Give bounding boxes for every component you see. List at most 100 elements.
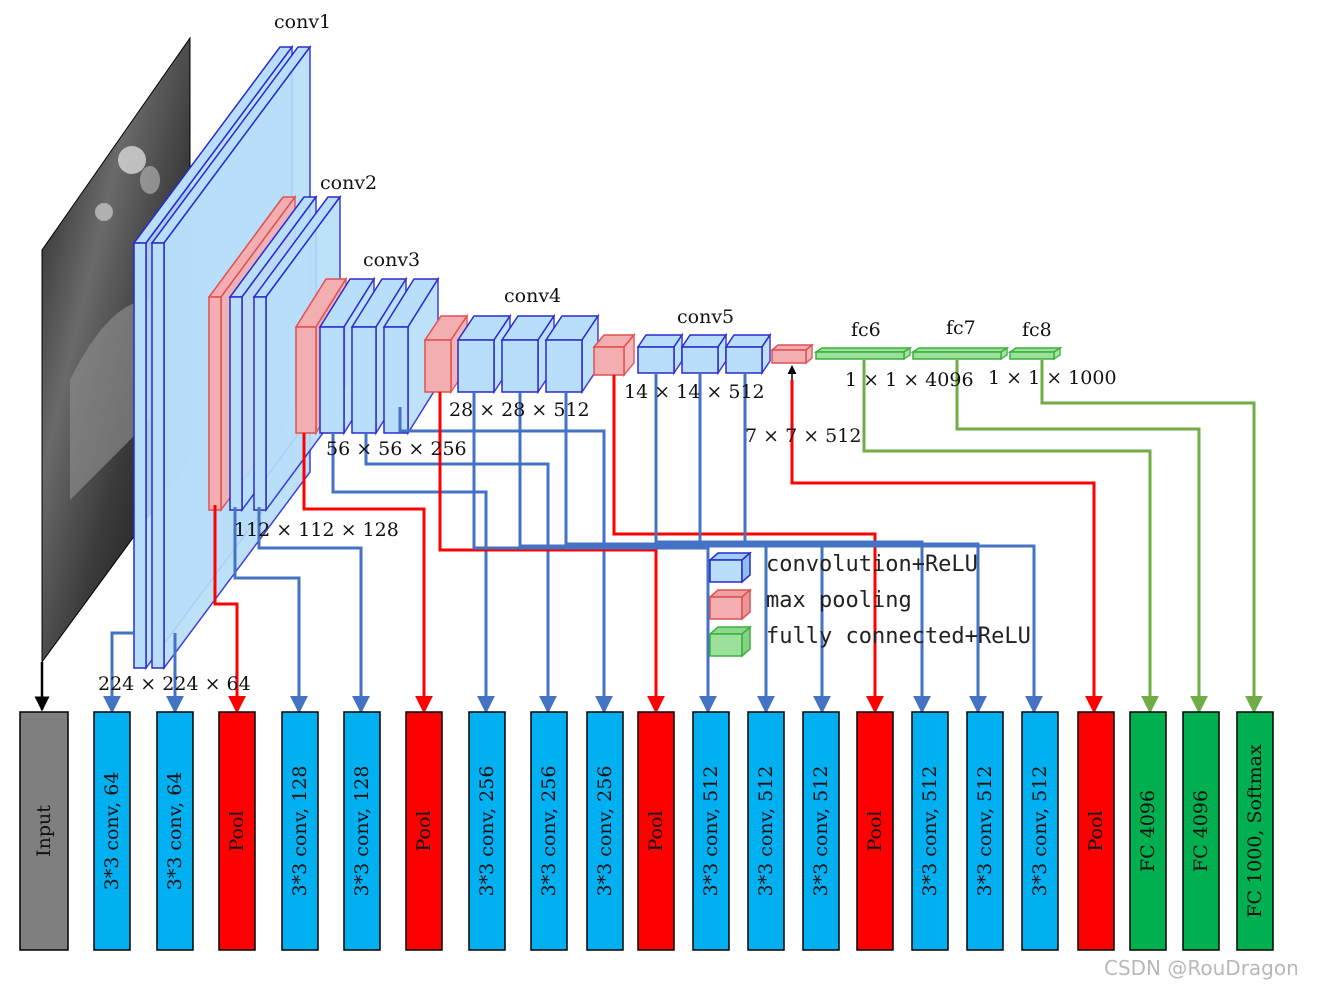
block-input-0: Input: [19, 711, 69, 951]
arrow-conv5-a: [654, 373, 931, 714]
label-conv5: conv5: [677, 306, 734, 328]
arrow-conv4-b: [518, 392, 775, 714]
label-fc7: fc7: [946, 317, 976, 339]
block-label: Pool: [413, 811, 435, 852]
block-fc-21: FC 1000, Softmax: [1236, 711, 1274, 951]
arrow-conv4-c: [564, 392, 831, 714]
block-pool-3: Pool: [218, 711, 256, 951]
block-label: 3*3 conv, 256: [476, 766, 498, 897]
block-label: FC 1000, Softmax: [1244, 744, 1266, 918]
label-conv2: conv2: [320, 172, 377, 194]
dim-28: 28 × 28 × 512: [449, 399, 590, 421]
block-label: 3*3 conv, 512: [755, 766, 777, 897]
label-fc6: fc6: [851, 319, 881, 341]
arrow-fc8: [1040, 360, 1263, 714]
block-conv-12: 3*3 conv, 512: [747, 711, 785, 951]
block-conv-16: 3*3 conv, 512: [966, 711, 1004, 951]
dimension-labels: 224 × 224 × 64 112 × 112 × 128 56 × 56 ×…: [98, 367, 1117, 695]
block-conv-11: 3*3 conv, 512: [692, 711, 730, 951]
arrow-conv4-a: [472, 392, 717, 714]
arrow-conv2-a: [233, 507, 308, 714]
legend: convolution+ReLU max pooling fully conne…: [708, 551, 1031, 658]
block-conv-2: 3*3 conv, 64: [156, 711, 194, 951]
conv5-layer-a: [636, 332, 684, 376]
block-label: Pool: [864, 811, 886, 852]
block-label: 3*3 conv, 128: [289, 766, 311, 897]
dim-14: 14 × 14 × 512: [624, 381, 765, 403]
block-label: 3*3 conv, 256: [594, 766, 616, 897]
legend-pool-label: max pooling: [766, 588, 912, 613]
pool4-layer: [592, 332, 636, 378]
legend-fc-swatch: [708, 625, 752, 658]
block-label: Pool: [226, 811, 248, 852]
block-pool-6: Pool: [405, 711, 443, 951]
block-pool-10: Pool: [637, 711, 675, 951]
block-label: FC 4096: [1190, 790, 1212, 872]
block-label: 3*3 conv, 128: [351, 766, 373, 897]
block-conv-15: 3*3 conv, 512: [911, 711, 949, 951]
block-label: 3*3 conv, 64: [164, 772, 186, 891]
block-label: Pool: [1085, 811, 1107, 852]
block-label: 3*3 conv, 512: [1029, 766, 1051, 897]
block-label: FC 4096: [1137, 790, 1159, 872]
conv5-layer-b: [680, 332, 728, 376]
block-label: Input: [33, 805, 55, 857]
conv3-layer-c: [382, 276, 440, 436]
arrow-fc6: [862, 360, 1159, 714]
block-label: 3*3 conv, 512: [974, 766, 996, 897]
label-conv3: conv3: [363, 249, 420, 271]
arrow-conv1-a: [103, 631, 134, 714]
legend-fc-label: fully connected+ReLU: [766, 624, 1031, 649]
dim-fc1000: 1 × 1 × 1000: [988, 367, 1117, 389]
block-conv-9: 3*3 conv, 256: [586, 711, 624, 951]
arrow-conv3-c: [398, 407, 613, 714]
block-conv-7: 3*3 conv, 256: [468, 711, 506, 951]
label-conv4: conv4: [504, 285, 561, 307]
arrow-pool5: [790, 380, 1103, 714]
dim-56: 56 × 56 × 256: [326, 438, 467, 460]
conv4-layer-c: [544, 313, 600, 395]
dim-224: 224 × 224 × 64: [98, 673, 251, 695]
arrow-fc7: [955, 360, 1208, 714]
block-conv-1: 3*3 conv, 64: [93, 711, 131, 951]
layer-stack: [132, 44, 1063, 671]
block-label: 3*3 conv, 256: [538, 766, 560, 897]
arrow-pool3: [438, 392, 665, 714]
arrow-conv2-b: [257, 507, 370, 714]
block-label: 3*3 conv, 64: [101, 772, 123, 891]
block-conv-8: 3*3 conv, 256: [530, 711, 568, 951]
label-fc8: fc8: [1022, 319, 1052, 341]
block-fc-19: FC 4096: [1129, 711, 1167, 951]
dim-7: 7 × 7 × 512: [745, 425, 861, 447]
arrow-pool2: [302, 433, 433, 714]
block-fc-20: FC 4096: [1182, 711, 1220, 951]
arrow-conv3-a: [331, 433, 495, 714]
block-conv-17: 3*3 conv, 512: [1021, 711, 1059, 951]
fc8-layer: [1007, 346, 1063, 361]
block-label: 3*3 conv, 512: [700, 766, 722, 897]
block-label: Pool: [645, 811, 667, 852]
legend-conv-swatch: [708, 551, 752, 584]
fc7-layer: [910, 346, 1010, 361]
legend-pool-swatch: [708, 588, 752, 621]
arrow-conv3-b: [364, 433, 557, 714]
block-conv-13: 3*3 conv, 512: [802, 711, 840, 951]
stage-labels: conv1 conv2 conv3 conv4 conv5 fc6 fc7 fc…: [274, 11, 1052, 341]
block-label: 3*3 conv, 512: [810, 766, 832, 897]
connection-arrows: [103, 360, 1263, 714]
arrow-pool1: [213, 505, 246, 714]
label-conv1: conv1: [274, 11, 331, 33]
block-pool-18: Pool: [1077, 711, 1115, 951]
legend-conv-label: convolution+ReLU: [766, 552, 978, 577]
conv5-layer-c: [724, 332, 772, 376]
block-conv-4: 3*3 conv, 128: [281, 711, 319, 951]
dim-112: 112 × 112 × 128: [234, 519, 399, 541]
block-label: 3*3 conv, 512: [919, 766, 941, 897]
block-pool-14: Pool: [856, 711, 894, 951]
watermark: CSDN @RouDragon: [1104, 956, 1299, 980]
fc6-layer: [813, 346, 913, 361]
block-conv-5: 3*3 conv, 128: [343, 711, 381, 951]
dim-fc4096: 1 × 1 × 4096: [845, 369, 974, 391]
pool5-layer: [769, 343, 815, 365]
